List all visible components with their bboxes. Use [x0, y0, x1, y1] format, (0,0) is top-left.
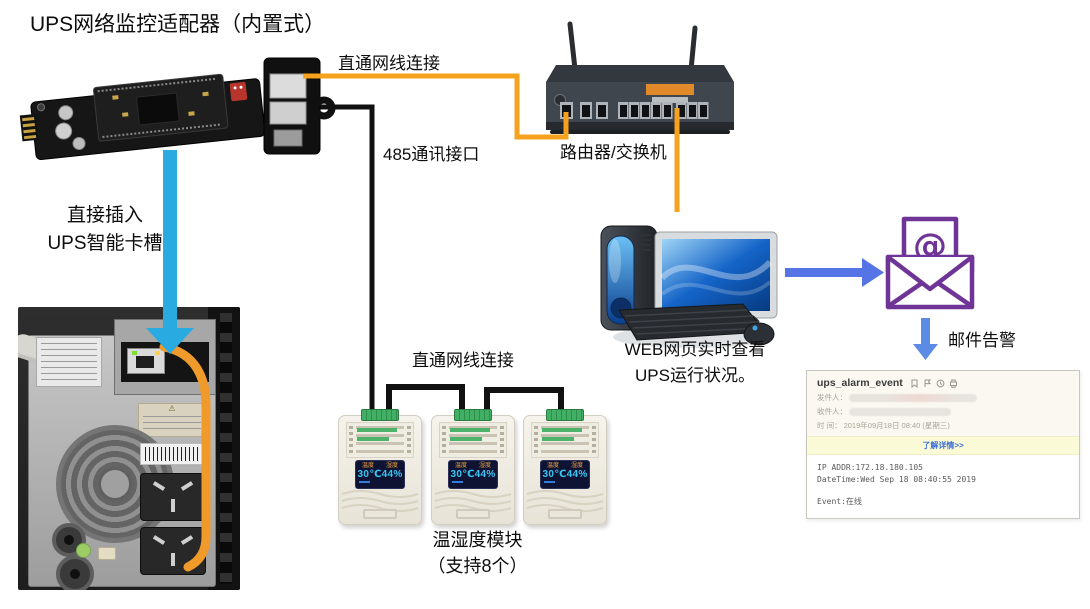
label-web-line1: WEB网页实时查看 — [624, 340, 766, 359]
lcd-display: 温度 湿度 30℃44% — [540, 460, 590, 489]
lcd-display: 温度 湿度 30℃44% — [355, 460, 405, 489]
email-datetime-line: DateTime:Wed Sep 18 08:40:55 2019 — [817, 475, 976, 484]
time-label: 时 间： — [817, 421, 842, 430]
bottom-slot — [363, 509, 397, 519]
label-insert-line2: UPS智能卡槽 — [47, 233, 163, 254]
email-envelope-icon: @ — [880, 213, 980, 315]
terminal-block — [361, 409, 399, 421]
th-reading: 30℃44% — [357, 469, 403, 480]
warning-label: ⚠ — [138, 403, 206, 437]
label-web-line2: UPS运行状况。 — [635, 366, 755, 385]
mail-alert-arrow-down — [913, 318, 938, 360]
th-module-3: 温度 湿度 30℃44% — [523, 409, 607, 525]
module-chain-cable-1 — [386, 384, 465, 414]
time-value: 2019年09月18日 08:40 (星期三) — [843, 421, 950, 430]
email-ip-line: IP ADDR:172.18.180.105 — [817, 463, 923, 472]
bookmark-icon — [911, 379, 918, 388]
email-subject: ups_alarm_event — [817, 377, 903, 389]
th-module-1: 温度 湿度 30℃44% — [338, 409, 422, 525]
lan-cable-board-to-router — [303, 73, 569, 140]
label-insert-line1: 直接插入 — [66, 205, 143, 226]
printer-icon — [949, 379, 957, 388]
lcd-display: 温度 湿度 30℃44% — [448, 460, 498, 489]
wave-decor — [434, 490, 512, 512]
label-lan-mid: 直通网线连接 — [412, 351, 514, 370]
sender-label: 发件人： — [817, 393, 847, 402]
terminal-block — [546, 409, 584, 421]
wave-decor — [526, 490, 604, 512]
label-modules: 温湿度模块 （支持8个） — [390, 527, 565, 579]
diagram-title: UPS网络监控适配器（内置式） — [30, 13, 326, 36]
humidity-label: 湿度 — [570, 463, 583, 469]
ups-product-label — [36, 337, 102, 387]
temp-label: 温度 — [454, 463, 467, 469]
qc-sticker — [76, 543, 91, 558]
output-socket-2 — [140, 527, 206, 575]
smart-slot-plate — [114, 319, 216, 395]
pc-to-mail-arrow — [785, 258, 884, 287]
humidity-label: 湿度 — [478, 463, 491, 469]
flag-icon — [924, 379, 931, 387]
temp-label: 温度 — [546, 463, 559, 469]
barcode-label — [140, 443, 204, 465]
adapter-board-photo — [18, 50, 340, 161]
label-modules-line2: （支持8个） — [427, 556, 528, 576]
wave-decor — [341, 490, 419, 512]
th-reading: 30℃44% — [450, 469, 496, 480]
th-reading: 30℃44% — [542, 469, 588, 480]
email-body: IP ADDR:172.18.180.105 DateTime:Wed Sep … — [807, 455, 1079, 515]
router-sticker — [646, 84, 694, 95]
email-at-icon: @ — [885, 216, 975, 310]
label-mail-alert: 邮件告警 — [948, 331, 1016, 350]
adapter-board-illustration — [19, 57, 336, 161]
output-socket-1 — [140, 473, 206, 521]
router-ports — [560, 102, 709, 119]
spec-sticker — [98, 547, 116, 560]
recipient-label: 收件人： — [817, 407, 847, 416]
email-screenshot: ups_alarm_event 发件人： 收件人： 时 间：2019年09月18… — [806, 370, 1080, 519]
router-illustration — [546, 21, 734, 134]
vent-panel — [439, 422, 507, 458]
sender-redacted — [849, 393, 977, 402]
temp-label: 温度 — [361, 463, 374, 469]
email-event-line: Event:在线 — [817, 497, 862, 506]
label-rs485: 485通讯接口 — [383, 145, 480, 164]
vent-panel — [531, 422, 599, 458]
vent-panel — [346, 422, 414, 458]
humidity-label: 湿度 — [385, 463, 398, 469]
terminal-block — [454, 409, 492, 421]
bottom-slot — [548, 509, 582, 519]
computer-illustration — [600, 225, 778, 348]
label-lan-top: 直通网线连接 — [338, 54, 440, 73]
input-connector — [56, 555, 94, 590]
email-header: ups_alarm_event 发件人： 收件人： 时 间：2019年09月18… — [807, 371, 1079, 436]
ups-rear-photo: ⚠ — [18, 307, 240, 590]
router-photo — [540, 18, 740, 148]
rj45-jack — [127, 348, 165, 374]
detail-link: 了解详情>> — [807, 436, 1079, 455]
label-web: WEB网页实时查看 UPS运行状况。 — [600, 337, 790, 389]
th-module-2: 温度 湿度 30℃44% — [431, 409, 515, 525]
label-router: 路由器/交换机 — [560, 143, 667, 162]
computer-photo — [593, 206, 789, 352]
label-insert: 直接插入 UPS智能卡槽 — [25, 202, 185, 258]
clock-icon — [936, 379, 945, 387]
bottom-slot — [456, 509, 490, 519]
recipient-redacted — [849, 407, 951, 416]
mouse — [743, 322, 775, 346]
label-modules-line1: 温湿度模块 — [432, 530, 523, 550]
